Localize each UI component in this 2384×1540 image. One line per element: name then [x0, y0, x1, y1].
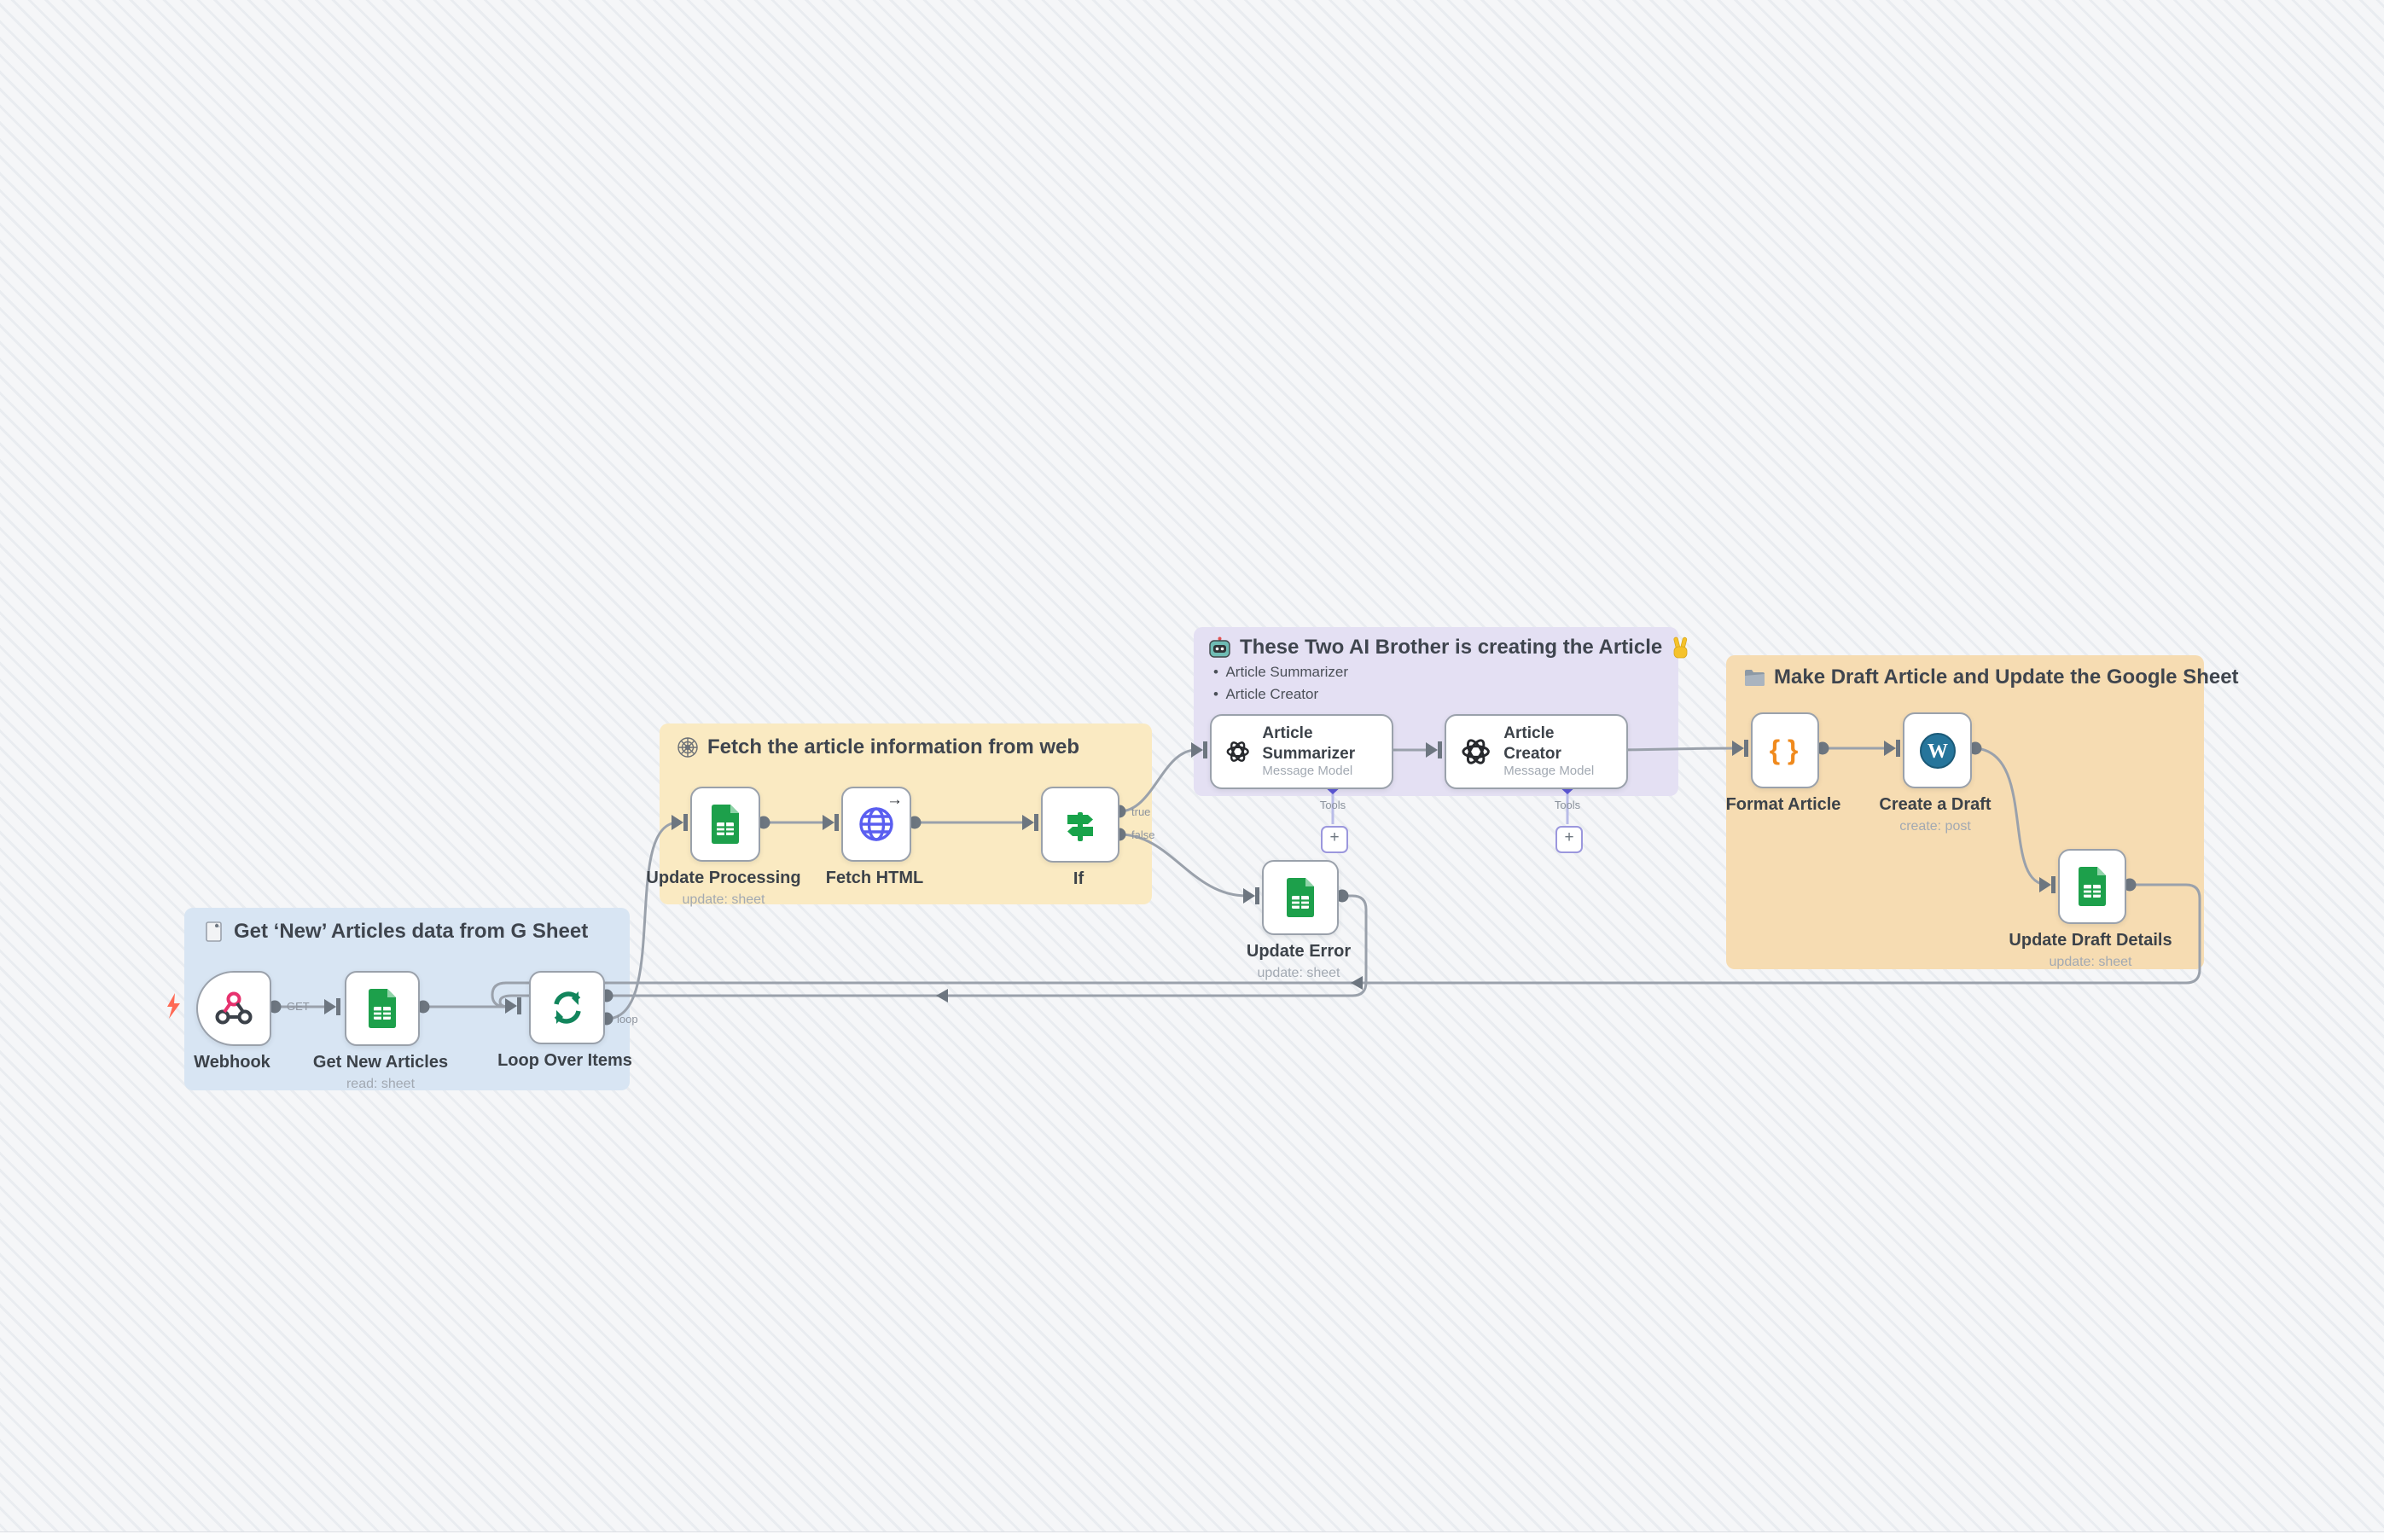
curly-braces-icon: { }: [1769, 735, 1801, 765]
victory-hand-icon: [1673, 636, 1688, 659]
port-label-tools: Tools: [1554, 799, 1581, 811]
port-label-loop: loop: [617, 1013, 638, 1026]
group-title-draft: Make Draft Article and Update the Google…: [1743, 665, 2239, 689]
canvas-bottom-edge: [0, 1531, 2384, 1540]
add-tool-button[interactable]: +: [1321, 826, 1348, 853]
loop-icon: [553, 991, 581, 1024]
node-article-summarizer[interactable]: Article Summarizer Message Model: [1210, 714, 1393, 789]
input-port-update-details: [2039, 876, 2055, 893]
node-sublabel: read: sheet: [346, 1077, 416, 1091]
output-port-format-article[interactable]: [1816, 741, 1829, 755]
google-sheets-icon: [1287, 878, 1314, 917]
webhook-icon: [215, 991, 253, 1025]
add-tool-button[interactable]: +: [1555, 826, 1583, 853]
connection-update-details-loopback[interactable]: [491, 883, 2201, 1008]
group-bullet: • Article Summarizer: [1213, 664, 1349, 680]
output-port-create-draft[interactable]: [1968, 741, 1982, 755]
group-bullet: • Article Creator: [1213, 686, 1319, 702]
connection-if-false-to-update-error[interactable]: [1119, 833, 1247, 898]
input-port-update-error: [1243, 887, 1259, 904]
node-update-processing[interactable]: [690, 787, 760, 862]
loopback-arrow: [1351, 976, 1363, 990]
connection-if-true-to-article-summarizer[interactable]: [1119, 748, 1197, 813]
input-port-get-new-articles: [324, 998, 340, 1015]
svg-text:W: W: [1928, 741, 1948, 763]
input-port-if: [1022, 814, 1038, 831]
input-port-create-draft: [1884, 740, 1900, 757]
google-sheets-icon: [369, 989, 396, 1028]
http-request-arrow-icon: →: [887, 791, 903, 809]
node-fetch-html[interactable]: →: [841, 787, 911, 862]
input-port-summarizer: [1191, 741, 1207, 758]
group-title-text: These Two AI Brother is creating the Art…: [1240, 636, 1663, 659]
output-port-fetch-html[interactable]: [908, 816, 922, 829]
node-label-update-error: Update Error: [1246, 942, 1352, 961]
group-title-text: Get ‘New’ Articles data from G Sheet: [234, 920, 589, 943]
node-label-format-article: Format Article: [1725, 795, 1841, 814]
google-sheets-icon: [2079, 867, 2106, 906]
robot-icon: [1209, 636, 1230, 658]
port-label-true: true: [1131, 805, 1151, 818]
input-port-fetch-html: [823, 814, 839, 831]
port-label-false: false: [1131, 828, 1155, 841]
input-port-update-processing: [672, 814, 688, 831]
node-label-update-draft-details: Update Draft Details: [2009, 931, 2172, 950]
if-signpost-icon: [1067, 811, 1093, 841]
node-label-loop-over-items: Loop Over Items: [497, 1051, 632, 1070]
node-if[interactable]: [1041, 787, 1119, 863]
group-title-ai: These Two AI Brother is creating the Art…: [1208, 636, 1691, 660]
input-port-format-article: [1732, 740, 1748, 757]
node-webhook[interactable]: [196, 971, 271, 1046]
node-create-a-draft[interactable]: W: [1903, 712, 1972, 788]
node-label-get-new-articles: Get New Articles: [312, 1053, 449, 1072]
node-label-create-a-draft: Create a Draft: [1879, 795, 1992, 814]
group-title-get-new: Get ‘New’ Articles data from G Sheet: [203, 920, 588, 944]
wordpress-icon: W: [1919, 732, 1956, 769]
node-label-webhook: Webhook: [194, 1053, 270, 1072]
output-port-webhook[interactable]: [268, 1000, 282, 1014]
output-port-get-new-articles[interactable]: [416, 1000, 430, 1014]
node-label-update-processing: Update Processing: [646, 869, 801, 887]
note-icon: [206, 921, 222, 942]
node-sublabel: create: post: [1899, 819, 1971, 834]
input-port-creator: [1426, 741, 1442, 758]
spider-web-icon: [677, 737, 698, 758]
folder-icon: [1745, 670, 1765, 686]
node-update-draft-details[interactable]: [2058, 849, 2126, 924]
node-label-article-summarizer: Article Summarizer: [1262, 724, 1356, 763]
node-sublabel: Message Model: [1262, 764, 1353, 779]
connection-update-error-loopback[interactable]: [498, 894, 1368, 1008]
node-loop-over-items[interactable]: [529, 971, 605, 1044]
node-update-error[interactable]: [1262, 860, 1339, 935]
loopback-arrow: [936, 989, 948, 1002]
group-title-fetch: Fetch the article information from web: [677, 735, 1079, 759]
node-sublabel: update: sheet: [2049, 955, 2132, 969]
connection-create-draft-to-update-details[interactable]: [1974, 747, 2049, 886]
node-sublabel: update: sheet: [682, 892, 765, 907]
google-sheets-icon: [712, 805, 739, 844]
port-label-get: GET: [287, 1000, 310, 1013]
node-sublabel: Message Model: [1503, 764, 1595, 779]
output-port-update-error[interactable]: [1335, 889, 1349, 903]
node-sublabel: update: sheet: [1257, 966, 1340, 980]
port-label-tools: Tools: [1319, 799, 1346, 811]
node-label-fetch-html: Fetch HTML: [825, 869, 924, 887]
group-title-text: Fetch the article information from web: [707, 735, 1080, 758]
node-get-new-articles[interactable]: [345, 971, 420, 1046]
node-label-if: If: [1073, 869, 1084, 888]
node-label-article-creator: Article Creator: [1503, 724, 1561, 763]
openai-icon: [1462, 739, 1490, 764]
output-port-update-processing[interactable]: [757, 816, 770, 829]
node-article-creator[interactable]: Article Creator Message Model: [1445, 714, 1628, 789]
trigger-bolt-icon: [167, 993, 180, 1019]
input-port-loop: [505, 997, 521, 1014]
group-title-text: Make Draft Article and Update the Google…: [1774, 665, 2239, 689]
node-format-article[interactable]: { }: [1751, 712, 1819, 788]
output-port-update-details[interactable]: [2123, 878, 2137, 892]
globe-icon: [859, 807, 893, 841]
connection-loop-to-update-processing[interactable]: [606, 821, 679, 1020]
openai-icon: [1226, 741, 1249, 762]
